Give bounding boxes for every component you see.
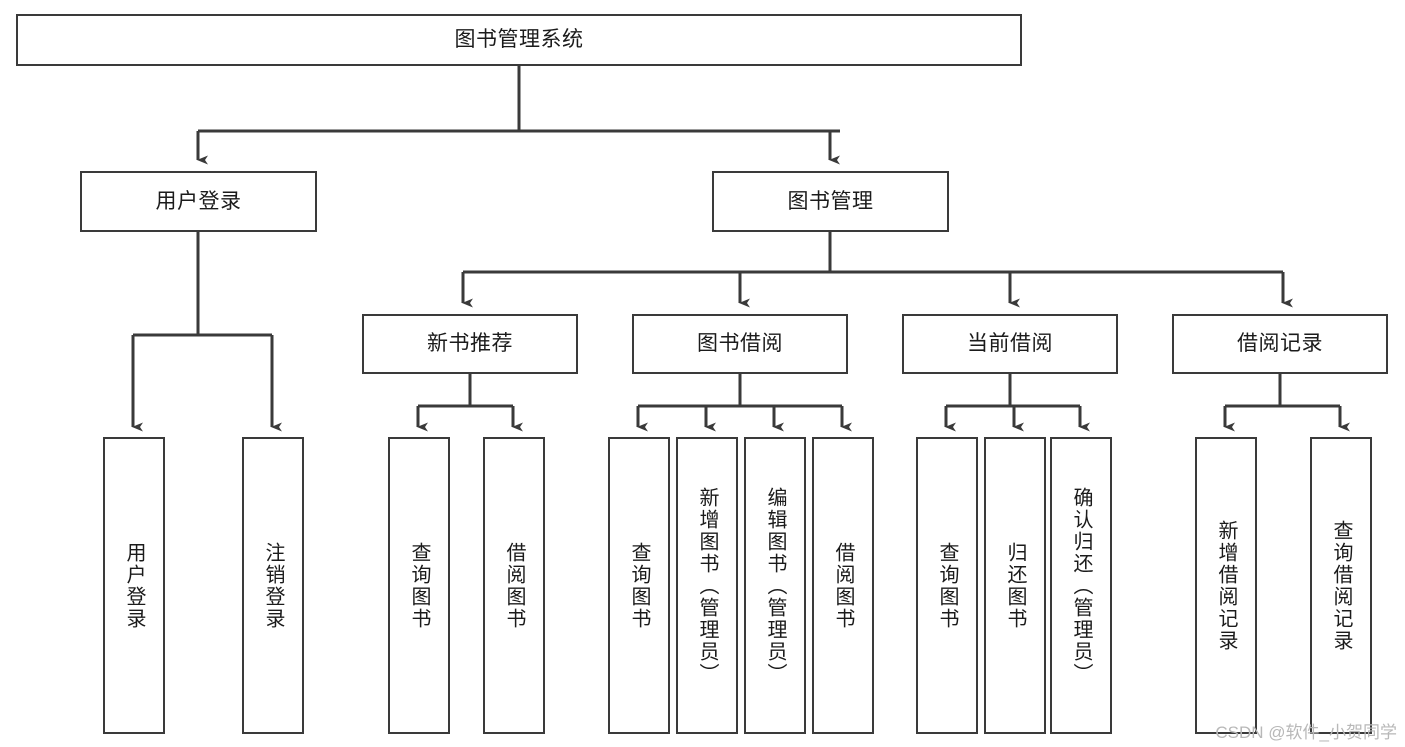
node-leaf-query-record-label: 查询借阅记录 (1330, 519, 1352, 652)
node-current-borrow-label: 当前借阅 (967, 332, 1053, 356)
node-leaf-confirm-return-label: 确认归还（管理员） (1070, 486, 1092, 685)
node-leaf-query-book-3-label: 查询图书 (936, 541, 958, 630)
node-leaf-add-record[interactable]: 新增借阅记录 (1195, 437, 1257, 734)
node-leaf-add-record-label: 新增借阅记录 (1215, 519, 1237, 652)
node-leaf-borrow-book-2[interactable]: 借阅图书 (812, 437, 874, 734)
node-borrow-record-label: 借阅记录 (1237, 332, 1323, 356)
node-book-borrow-label: 图书借阅 (697, 332, 783, 356)
node-leaf-add-book[interactable]: 新增图书（管理员） (676, 437, 738, 734)
node-current-borrow[interactable]: 当前借阅 (902, 314, 1118, 374)
node-leaf-user-login[interactable]: 用户登录 (103, 437, 165, 734)
node-root-label: 图书管理系统 (454, 28, 584, 52)
node-leaf-query-book-2-label: 查询图书 (628, 541, 650, 630)
node-new-book-recommend[interactable]: 新书推荐 (362, 314, 578, 374)
node-leaf-query-book-1[interactable]: 查询图书 (388, 437, 450, 734)
node-book-management-label: 图书管理 (787, 189, 874, 213)
node-book-borrow[interactable]: 图书借阅 (632, 314, 848, 374)
node-user-login[interactable]: 用户登录 (80, 171, 317, 232)
node-leaf-logout-login-label: 注销登录 (262, 541, 284, 630)
node-leaf-query-book-1-label: 查询图书 (408, 541, 430, 630)
node-leaf-borrow-book-2-label: 借阅图书 (832, 541, 854, 630)
node-leaf-return-book-label: 归还图书 (1004, 541, 1026, 630)
node-leaf-borrow-book-1-label: 借阅图书 (503, 541, 525, 630)
node-leaf-query-record[interactable]: 查询借阅记录 (1310, 437, 1372, 734)
node-leaf-add-book-label: 新增图书（管理员） (696, 486, 718, 685)
node-leaf-return-book[interactable]: 归还图书 (984, 437, 1046, 734)
node-leaf-edit-book-label: 编辑图书（管理员） (764, 486, 786, 685)
node-borrow-record[interactable]: 借阅记录 (1172, 314, 1388, 374)
node-leaf-edit-book[interactable]: 编辑图书（管理员） (744, 437, 806, 734)
node-root-system[interactable]: 图书管理系统 (16, 14, 1022, 66)
node-book-management[interactable]: 图书管理 (712, 171, 949, 232)
node-leaf-query-book-2[interactable]: 查询图书 (608, 437, 670, 734)
node-new-book-recommend-label: 新书推荐 (427, 332, 513, 356)
node-leaf-borrow-book-1[interactable]: 借阅图书 (483, 437, 545, 734)
node-leaf-confirm-return[interactable]: 确认归还（管理员） (1050, 437, 1112, 734)
node-leaf-user-login-label: 用户登录 (123, 541, 145, 630)
node-user-login-label: 用户登录 (155, 189, 242, 213)
node-leaf-logout-login[interactable]: 注销登录 (242, 437, 304, 734)
node-leaf-query-book-3[interactable]: 查询图书 (916, 437, 978, 734)
